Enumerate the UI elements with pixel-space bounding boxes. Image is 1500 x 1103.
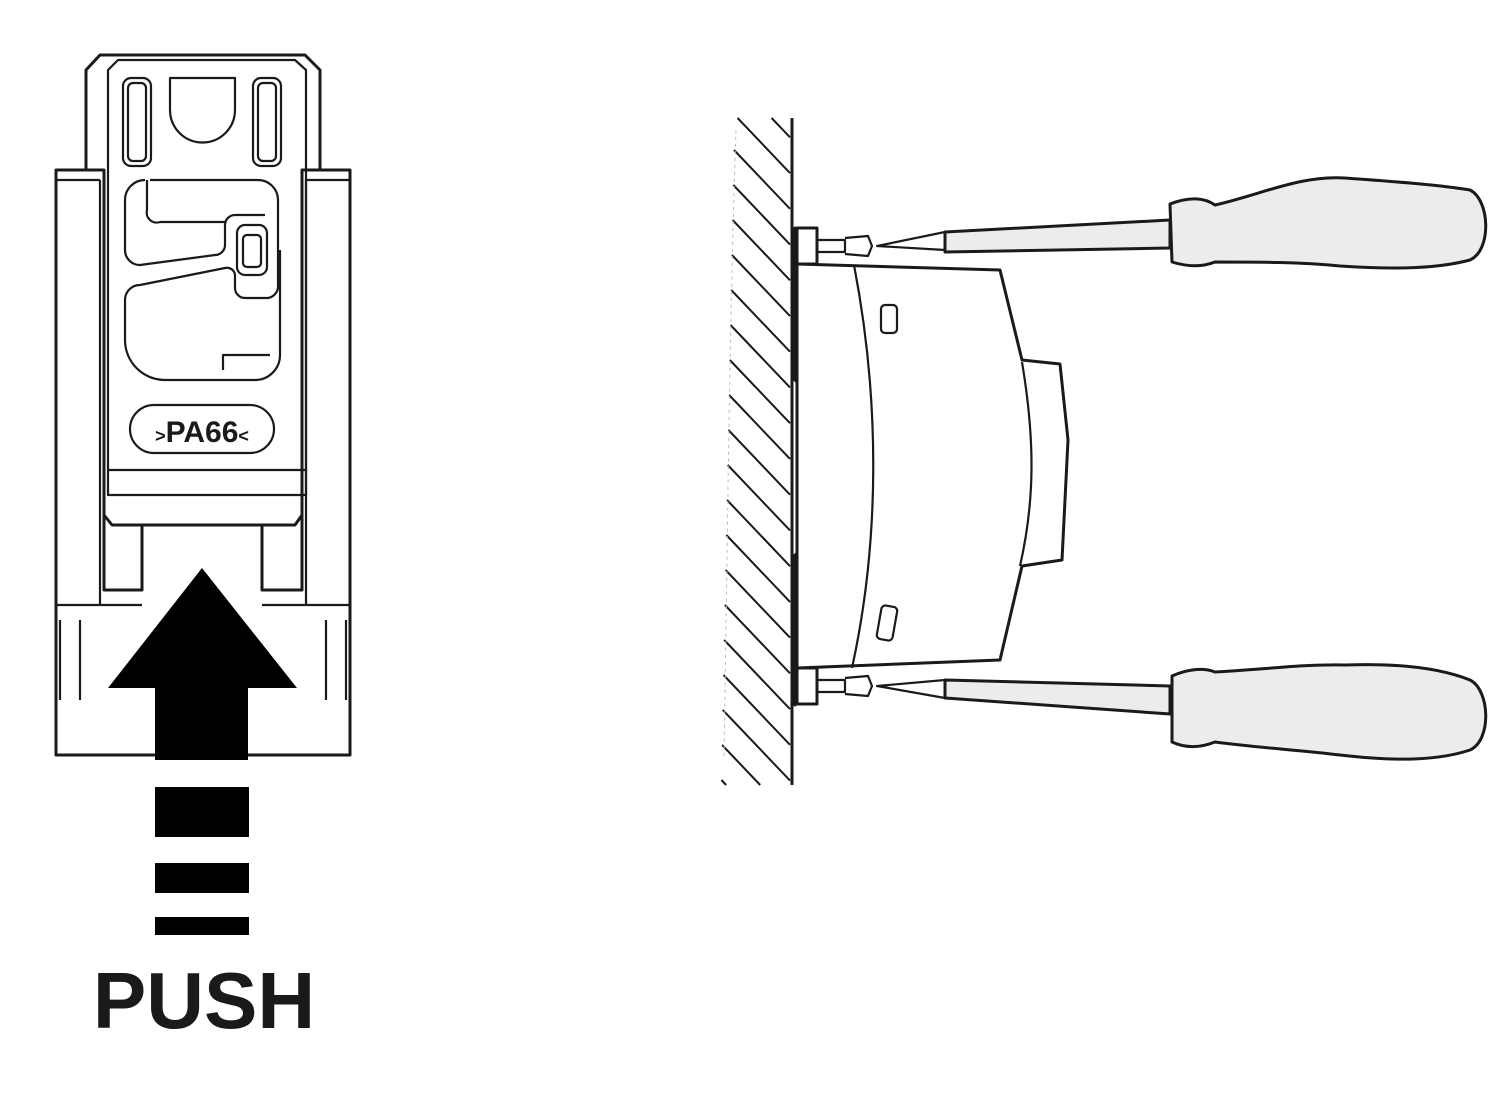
hatch-line [733,149,791,210]
material-badge [128,403,276,455]
hatch-line [728,394,791,460]
hatch-line [732,184,791,246]
push-arrow-icon [108,568,297,935]
hatch-line [720,779,727,786]
clip-base [54,168,352,757]
hatch-line [722,709,791,782]
wall-hatch [720,117,791,786]
wall-mount-figure [720,117,1488,786]
hatch-line [770,117,791,139]
hatch-line [722,674,791,746]
din-clip-figure: >PA66< PUSH [54,53,352,1045]
clip-slider [84,53,322,527]
hatch-line [727,429,791,496]
push-label: PUSH [93,956,315,1045]
hatch-line [729,324,791,389]
hatch-line [721,744,761,786]
hatch-line [730,289,791,353]
hatch-line [724,569,791,639]
hatch-line [729,359,791,424]
device-body [795,262,1070,670]
hatch-line [731,254,791,317]
hatch-line [724,604,791,675]
hatch-line [731,219,791,281]
hatch-line [726,499,791,567]
screwdriver-top [795,176,1488,270]
hatch-line [736,117,791,174]
hatch-line [726,464,791,532]
material-label: >PA66< [155,416,249,449]
hatch-line [725,534,791,603]
hatch-line [723,639,791,710]
screwdriver-bottom [795,663,1488,761]
